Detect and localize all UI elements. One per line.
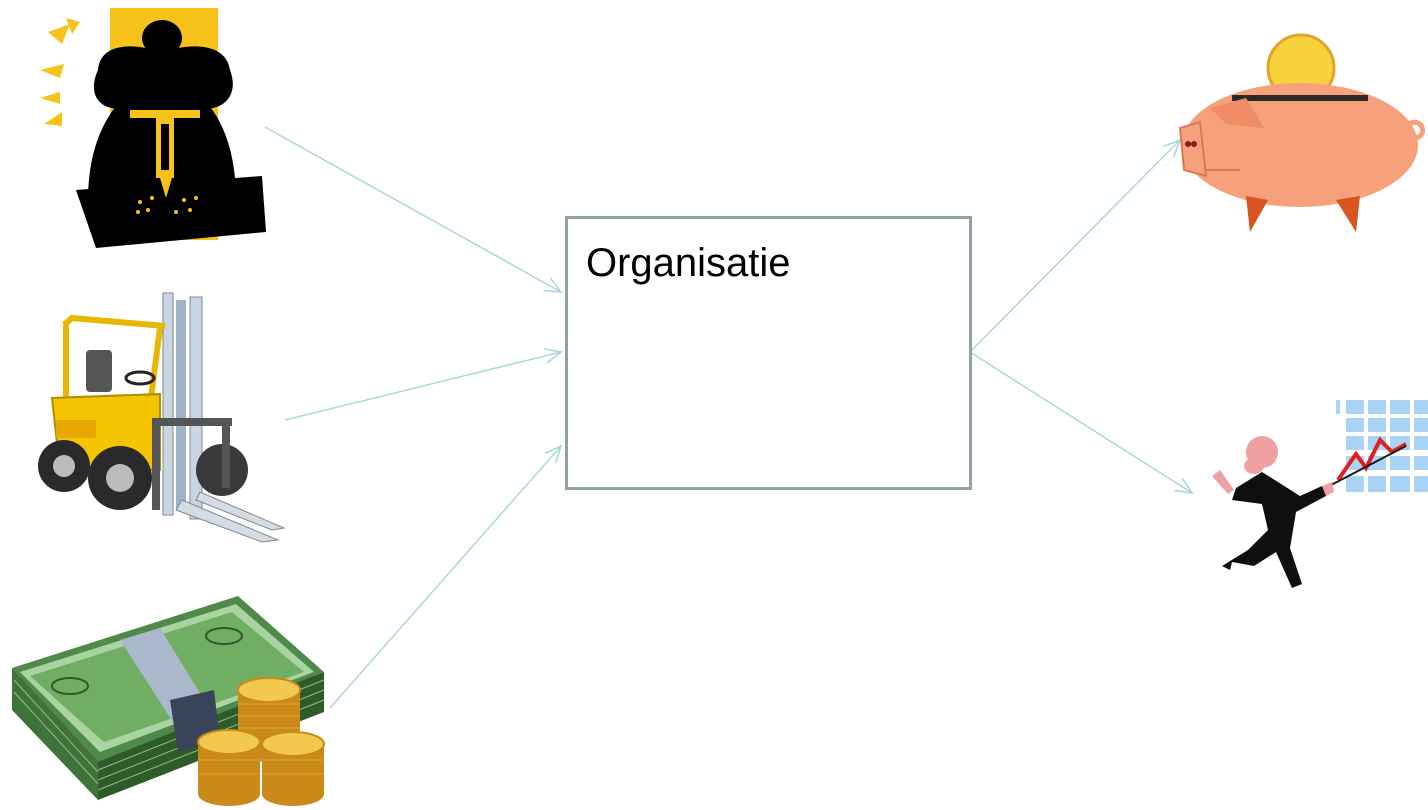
organisation-label: Organisatie — [586, 241, 791, 285]
arrow-money-to-organisation — [329, 446, 561, 709]
input-arrows — [264, 126, 561, 709]
arrow-worker-to-organisation — [264, 126, 561, 292]
organisation-box: Organisatie — [565, 216, 972, 490]
jackhammer-worker-icon — [40, 8, 266, 248]
piggy-bank-icon — [1178, 33, 1425, 232]
businessman-chart-icon — [1212, 400, 1428, 588]
money-stack-icon — [12, 596, 325, 806]
forklift-icon — [38, 292, 286, 543]
arrow-forklift-to-organisation — [284, 352, 561, 421]
arrow-organisation-to-piggy-bank — [969, 140, 1180, 353]
arrow-organisation-to-businessman — [969, 351, 1192, 493]
output-arrows — [969, 140, 1192, 493]
